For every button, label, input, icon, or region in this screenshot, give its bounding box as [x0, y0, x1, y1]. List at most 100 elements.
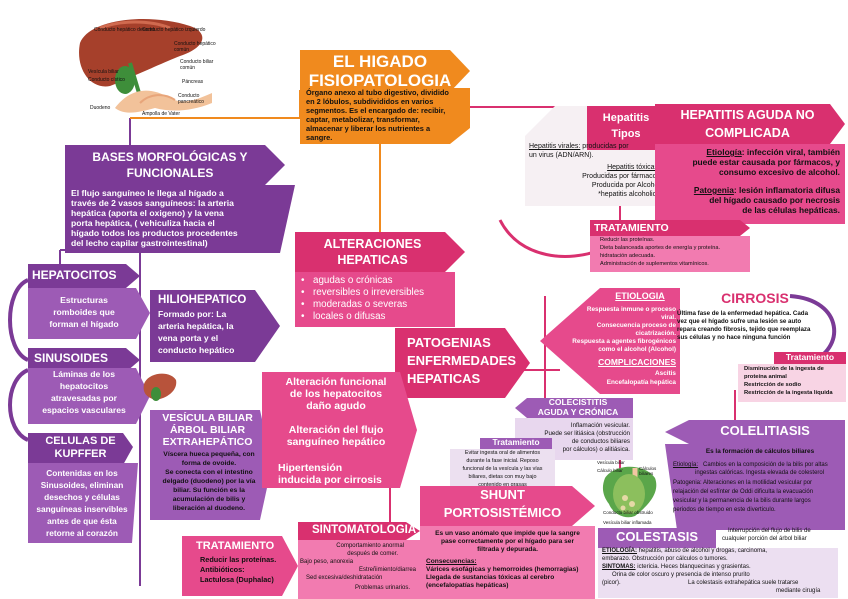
etiologia-cirrosis-line: como el alcohol (Alcohol)	[598, 346, 676, 353]
shunt-consecuencias-label: Consecuencias:	[426, 558, 477, 565]
intro-line: sangre.	[306, 133, 333, 142]
cirrosis-tratamiento-line: Restricción de sodio	[744, 382, 802, 388]
shunt-line: Es un vaso anómalo que impide que la san…	[435, 530, 580, 537]
kupffer-line: Contenidas en los	[46, 468, 118, 478]
bases-line: través de 2 vasos sanguíneos: la arteria	[71, 198, 234, 208]
colelitiasis-title: COLELITIASIS	[720, 423, 810, 438]
cirrosis-title: CIRROSIS	[721, 290, 789, 306]
etiologia-cirrosis-line: Respuesta a agentes fibrogénicos	[572, 338, 676, 345]
colecistitis-tratamiento-line: biliares, dietas con muy bajo	[468, 474, 537, 480]
alteraciones-title-line1: ALTERACIONES	[323, 237, 422, 251]
patogenias-line: PATOGENIAS	[407, 335, 491, 350]
tratamiento-shunt-line: Reducir las proteínas.	[200, 555, 277, 564]
cirrosis-line: repara creando fibrosis, tejido que reem…	[677, 326, 811, 333]
alteracion-block2-line: Alteración del flujo	[288, 424, 384, 436]
etiologia-cirrosis-title: ETIOLOGIA	[615, 291, 665, 301]
gallbladder-label: Cálculo biliar	[597, 468, 623, 473]
hepatitis-aguda-etio-label: Etiología	[706, 147, 742, 157]
liver-label: Duodeno	[90, 105, 111, 111]
intro-line: Órgano anexo al tubo digestivo, dividido	[306, 88, 449, 97]
gallbladder-label: Conducto biliar obstruido	[603, 510, 653, 515]
hepatitis-toxic-line: Producida por Alcohol	[591, 182, 660, 189]
hepatocitos-title: HEPATOCITOS	[32, 268, 117, 282]
tratamiento-hepatitis-line: Reducir las proteínas.	[600, 237, 655, 243]
kupffer-line: desechos y células	[44, 492, 120, 502]
colestasis-sint-line: Orina de color oscuro y presencia de int…	[612, 572, 750, 578]
colestasis-desc-line: cualquier porción del árbol biliar	[722, 536, 807, 542]
bases-line: hígado todos los productos procedentes	[71, 228, 238, 238]
intro-box: Órgano anexo al tubo digestivo, dividido…	[300, 88, 470, 144]
sintomatologia-line: después de comer.	[347, 551, 398, 557]
alteraciones-item: agudas o crónicas	[313, 275, 393, 286]
vesicula-title-line: EXTRAHEPÁTICO	[162, 436, 253, 448]
vesicula-line: acumulación de bilis y	[172, 496, 246, 503]
colecistitis-title-line2: AGUDA Y CRÓNICA	[537, 407, 619, 417]
bases-title-line1: BASES MORFOLÓGICAS Y	[92, 150, 248, 164]
hepatitis-viral-text: producidas por	[580, 143, 629, 150]
complicaciones-line: Ascitis	[655, 370, 676, 377]
bases-line: El flujo sanguíneo le llega al hígado a	[71, 188, 224, 198]
alteraciones-item: moderadas o severas	[313, 299, 408, 310]
hepatocitos-line: forman el hígado	[49, 319, 119, 329]
shunt-panel: SHUNT PORTOSISTÉMICO Es un vaso anómalo …	[420, 486, 595, 599]
hiliohepatico-line: vena porta y el	[158, 333, 219, 343]
colelitiasis-pato-line: Alteraciones en la motilidad vesicular p…	[703, 480, 813, 486]
tratamiento-shunt-line: Lactulosa (Duphalac)	[200, 575, 274, 584]
kupffer-panel: CELULAS DE KUPFFER Contenidas en los Sin…	[28, 433, 138, 543]
sintomatologia-title: SINTOMATOLOGIA	[312, 524, 417, 536]
tratamiento-hepatitis-panel: TRATAMIENTO Reducir las proteínas. Dieta…	[590, 220, 750, 272]
vesicula-line: biliar. Su función es la	[173, 487, 245, 494]
shunt-title-line1: SHUNT	[480, 487, 525, 502]
hiliohepatico-title: HILIOHEPATICO	[158, 294, 247, 306]
shunt-consecuencias-line: Llegada de sustancias tóxicas al cerebro	[426, 574, 555, 581]
colecistitis-line: por cálculos) o alitiásica.	[562, 446, 630, 453]
title-banner: EL HIGADO FISIOPATOLOGIA	[300, 50, 470, 92]
kupffer-title-line2: KUPFFER	[54, 448, 107, 460]
shunt-title-line2: PORTOSISTÉMICO	[443, 505, 562, 520]
colestasis-sint-line: mediante cirugía	[776, 588, 821, 594]
liver-label: Ampolla de Vater	[142, 111, 180, 117]
gallbladder-illustration: Vesícula biliar Cálculo biliar Cálculos …	[595, 458, 665, 528]
tratamiento-hepatitis-line: hidratación adecuada.	[600, 253, 656, 259]
tratamiento-hepatitis-line: Dieta balanceada aportes de energía y pr…	[600, 245, 721, 251]
hepatocitos-panel: HEPATOCITOS Estructuras romboides que fo…	[28, 264, 150, 339]
cirrosis-line: sus células y no hace ninguna función	[677, 334, 791, 341]
hepatitis-aguda-title-line2: COMPLICADA	[705, 126, 790, 140]
alteraciones-panel: ALTERACIONES HEPATICAS • agudas o crónic…	[295, 232, 465, 327]
intro-line: almacenar y liberar los nutrientes a	[306, 124, 431, 133]
hepatitis-toxic-line: *hepatitis alcoholica	[598, 191, 660, 198]
colestasis-title: COLESTASIS	[615, 529, 699, 544]
kupffer-line: antes de que ésta	[47, 516, 117, 526]
alteraciones-bullet: •	[301, 311, 305, 322]
shunt-consecuencias-line: (encefalopatías hepáticas)	[426, 582, 509, 589]
vesicula-title-line: VESÍCULA BILIAR	[162, 412, 253, 424]
sintomatologia-line: Comportamiento anormal	[336, 543, 404, 549]
shunt-consecuencias-line: Várices esofágicas y hemorroides (hemorr…	[426, 566, 579, 573]
colestasis-etio-label: ETIOLOGÍA:	[602, 548, 637, 554]
bases-line: del lecho capilar gastrointestinal)	[71, 238, 208, 248]
alteraciones-bullet: •	[301, 287, 305, 298]
gallbladder-label: Vesícula biliar inflamada	[603, 520, 652, 525]
etiologia-cirrosis-line: Respuesta inmune o proceso	[586, 306, 676, 313]
colestasis-etio-text: hepatitis, abuso de alcohol y drogas, ca…	[637, 548, 768, 554]
colestasis-sint-line: La colestasis extrahepática suele tratar…	[688, 580, 799, 586]
liver-label: Conducto cístico	[88, 77, 125, 83]
hepatocitos-line: Estructuras	[60, 295, 108, 305]
colelitiasis-etio-label: Etiología:	[673, 462, 699, 468]
vesicula-title-line: ÁRBOL BILIAR	[169, 424, 246, 436]
sintomatologia-line: Bajo peso, anorexia	[300, 559, 354, 565]
shunt-line: filtrada y depurada.	[477, 546, 538, 553]
tratamiento-shunt-panel: TRATAMIENTO Reducir las proteínas. Antib…	[182, 536, 298, 596]
intro-line: en 2 lóbulos, subdivididos en varios	[306, 97, 434, 106]
hepatitis-tipos-title-line1: Hepatitis	[602, 112, 650, 124]
hepatitis-toxic-label: Hepatitis tóxicas:	[607, 164, 660, 171]
tratamiento-hepatitis-line: Administración de suplementos vitamínico…	[600, 261, 709, 267]
bases-line: porta hepática, ( vehiculiza hacia el	[71, 218, 215, 228]
bases-panel: BASES MORFOLÓGICAS Y FUNCIONALES El fluj…	[65, 145, 295, 253]
colecistitis-line: Puede ser litiásica (obstrucción	[544, 430, 630, 437]
colestasis-etio-line: embarazo. Obstrucción por cálculos o tum…	[602, 556, 728, 562]
colestasis-sint-label: SINTOMAS:	[602, 564, 636, 570]
colelitiasis-pato-label: Patogenia:	[673, 480, 702, 486]
vesicula-line: liberación al duodeno.	[172, 505, 246, 512]
hepatitis-aguda-etio-line: Etiología: infección viral, también	[655, 147, 840, 158]
